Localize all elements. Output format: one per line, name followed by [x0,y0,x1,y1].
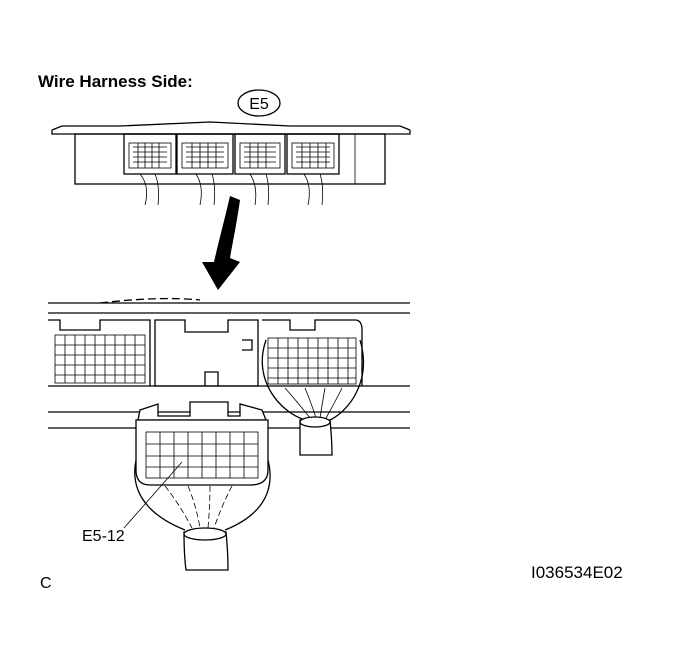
left-connector [48,319,151,386]
direction-arrow [202,196,240,290]
right-connector [261,319,365,456]
unplugged-connector-e5 [123,401,271,571]
ecu-top-view [51,121,411,206]
top-connector-4 [286,133,340,175]
top-connector-2 [176,133,234,175]
connector-callout: E5 [237,89,281,117]
corner-mark: C [40,575,52,592]
ecu-enlarged-view [48,297,410,571]
connector-callout-label: E5 [249,96,269,113]
top-connector-3 [234,133,286,175]
figure-id: I036534E02 [531,563,623,582]
pin-leader-line [123,461,183,529]
diagram-title: Wire Harness Side: [38,72,193,91]
empty-socket [154,319,259,387]
top-connector-1 [123,133,177,175]
pin-label: E5-12 [82,528,125,545]
